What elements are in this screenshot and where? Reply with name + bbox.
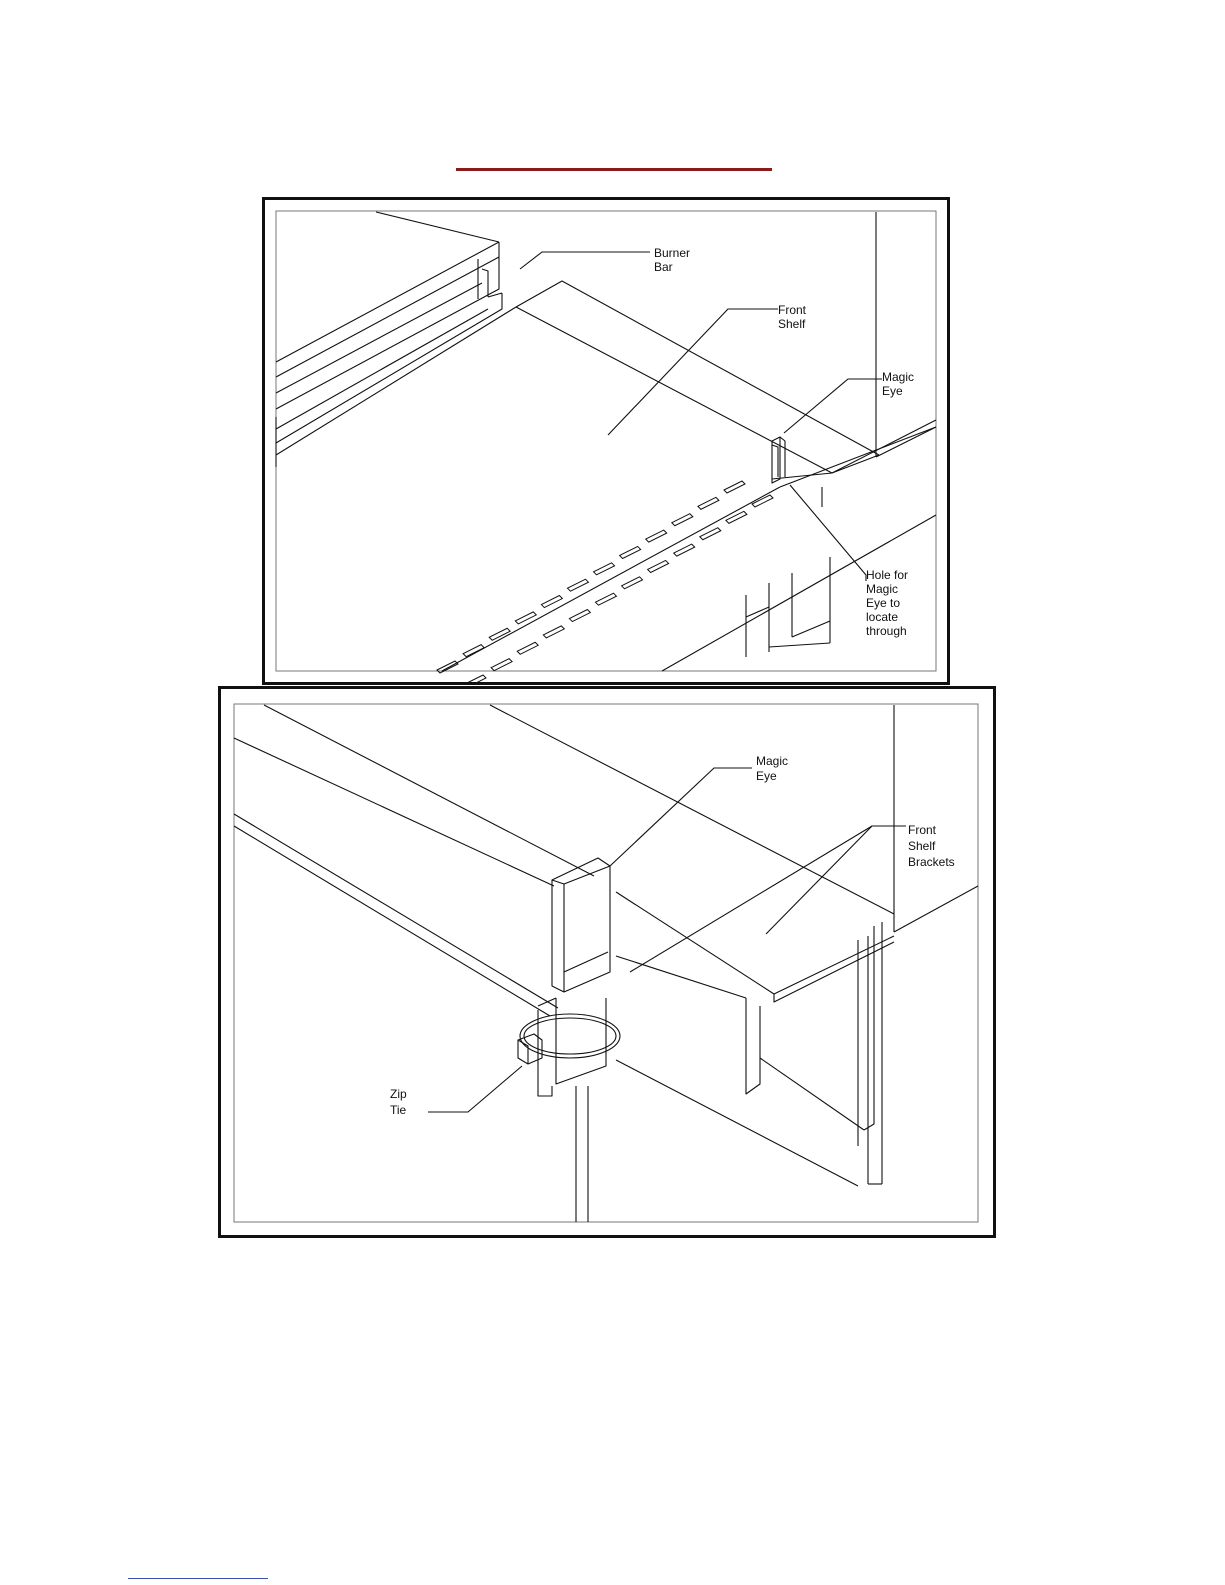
svg-text:Burner: Burner — [654, 246, 690, 260]
svg-text:Eye: Eye — [756, 769, 777, 783]
shelf-slot-hole — [541, 596, 562, 608]
svg-text:Magic: Magic — [756, 754, 788, 768]
shelf-slot-hole — [674, 544, 695, 556]
shelf-slot-hole — [672, 514, 693, 526]
shelf-slot-hole — [569, 610, 590, 622]
shelf-slot-hole — [463, 645, 484, 657]
svg-text:Front: Front — [778, 303, 807, 317]
footer-rule — [128, 1578, 268, 1579]
svg-text:Eye to: Eye to — [866, 596, 900, 610]
shelf-slot-hole — [726, 511, 747, 523]
shelf-slot-hole — [620, 546, 641, 558]
shelf-slot-hole — [489, 628, 510, 640]
top-diagram-panel: Burner Bar Front Shelf Magic Eye Hole fo… — [262, 197, 950, 685]
svg-text:Magic: Magic — [882, 370, 914, 384]
svg-text:Shelf: Shelf — [778, 317, 806, 331]
top-diagram-drawing: Burner Bar Front Shelf Magic Eye Hole fo… — [262, 197, 950, 685]
shelf-slot-holes — [437, 481, 773, 685]
shelf-slot-hole — [646, 530, 667, 542]
title-underline — [456, 168, 772, 171]
shelf-slot-hole — [594, 563, 615, 575]
shelf-slot-hole — [515, 612, 536, 624]
bottom-diagram-drawing: Magic Eye Front Shelf Brackets Zip Tie — [218, 686, 996, 1238]
shelf-slot-hole — [698, 497, 719, 509]
svg-text:Eye: Eye — [882, 384, 903, 398]
svg-text:Front: Front — [908, 823, 937, 837]
label-hole-for-magic-eye: Hole for Magic Eye to locate through — [866, 568, 908, 638]
svg-text:Magic: Magic — [866, 582, 898, 596]
svg-text:locate: locate — [866, 610, 898, 624]
label-burner-bar: Burner Bar — [654, 246, 690, 274]
shelf-slot-hole — [491, 659, 512, 671]
shelf-slot-hole — [543, 626, 564, 638]
label-magic-eye: Magic Eye — [756, 754, 788, 783]
shelf-slot-hole — [567, 579, 588, 591]
bottom-diagram-panel: Magic Eye Front Shelf Brackets Zip Tie — [218, 686, 996, 1238]
svg-text:Shelf: Shelf — [908, 839, 936, 853]
label-magic-eye: Magic Eye — [882, 370, 914, 398]
shelf-slot-hole — [595, 593, 616, 605]
label-zip-tie: Zip Tie — [390, 1087, 407, 1117]
svg-text:Brackets: Brackets — [908, 855, 955, 869]
shelf-slot-hole — [517, 642, 538, 654]
svg-text:through: through — [866, 624, 907, 638]
label-front-shelf: Front Shelf — [778, 303, 807, 331]
shelf-slot-hole — [622, 577, 643, 589]
svg-text:Tie: Tie — [390, 1103, 407, 1117]
label-front-shelf-brackets: Front Shelf Brackets — [908, 823, 955, 869]
svg-text:Bar: Bar — [654, 260, 673, 274]
shelf-slot-hole — [724, 481, 745, 493]
shelf-slot-hole — [648, 560, 669, 572]
svg-text:Hole for: Hole for — [866, 568, 908, 582]
svg-text:Zip: Zip — [390, 1087, 407, 1101]
